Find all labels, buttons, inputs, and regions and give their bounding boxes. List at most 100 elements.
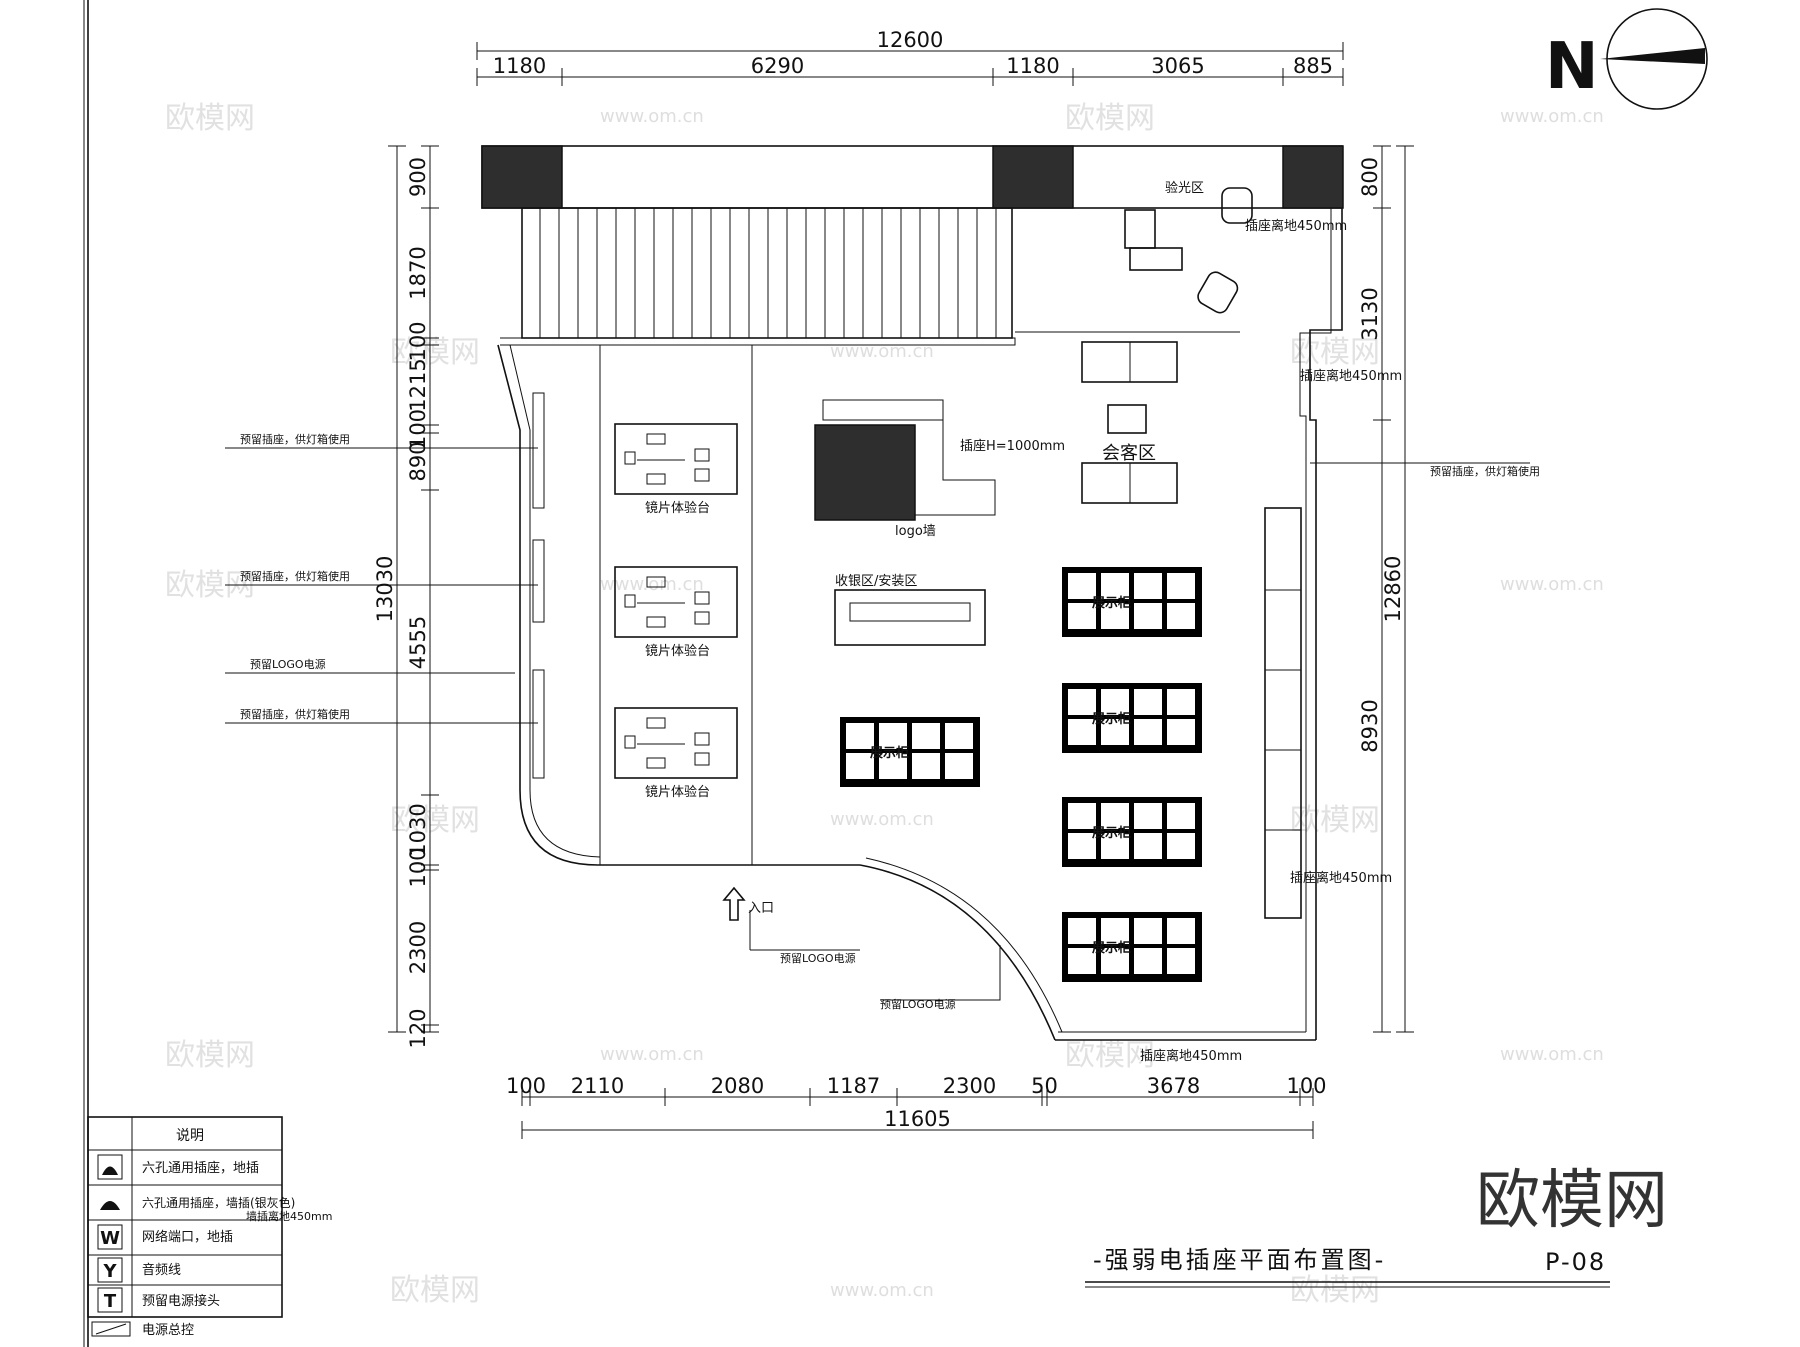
dimension-label: 1870 — [406, 246, 430, 299]
lens-bench-label: 镜片体验台 — [645, 500, 710, 516]
dimension-label: 1180 — [1006, 54, 1059, 78]
watermark-brand: 欧模网 — [165, 1038, 255, 1073]
logo-power-note: 预留LOGO电源 — [880, 997, 956, 1011]
sheet-number: P-08 — [1545, 1248, 1606, 1276]
spare-socket-note: 预留插座，供灯箱使用 — [240, 707, 350, 721]
dimension-label: 2110 — [571, 1074, 624, 1098]
dimension-label: 100 — [406, 321, 430, 361]
walls — [481, 145, 1344, 1041]
logo-wall — [814, 424, 916, 521]
dimension-label: 890 — [406, 441, 430, 481]
svg-text:T: T — [104, 1291, 117, 1312]
dimension-total: 11605 — [884, 1107, 951, 1131]
legend-item-text: 六孔通用插座，墙插(银灰色) — [142, 1195, 295, 1210]
wall-cabinet — [1264, 507, 1302, 919]
watermark-brand: 欧模网 — [1065, 1038, 1155, 1073]
logo-wall-top — [822, 399, 944, 421]
legend-main-switch: 电源总控 — [91, 1321, 194, 1338]
column — [1282, 145, 1344, 209]
dimension-label: 8930 — [1358, 699, 1382, 752]
logo-wall-label: logo墙 — [895, 524, 936, 539]
socket-height-note: 插座H=1000mm — [960, 439, 1065, 454]
dimension-label: 1180 — [493, 54, 546, 78]
watermark-url: www.om.cn — [600, 106, 704, 127]
socket-note: 插座离地450mm — [1140, 1048, 1242, 1064]
dimension-label: 50 — [1031, 1074, 1058, 1098]
svg-text:Y: Y — [102, 1261, 117, 1282]
showcase-label: 展示柜 — [1092, 940, 1131, 956]
dimension-label: 3130 — [1358, 287, 1382, 340]
optometry-table — [1129, 247, 1183, 271]
legend-item-text: 音频线 — [142, 1262, 181, 1278]
left-annotations: 预留插座，供灯箱使用 预留插座，供灯箱使用 预留LOGO电源 预留插座，供灯箱使… — [225, 432, 1540, 724]
legend-item-text: 预留电源接头 — [142, 1293, 220, 1309]
north-label: N — [1545, 30, 1599, 104]
curved-glass-front-inner — [865, 857, 1063, 1033]
title-block: -强弱电插座平面布置图- P-08 欧模网 — [1085, 1164, 1668, 1288]
staircase — [521, 207, 1013, 339]
dimension-label: 2080 — [711, 1074, 764, 1098]
dimension-label: 2300 — [943, 1074, 996, 1098]
watermark-url: www.om.cn — [1500, 574, 1604, 595]
dimension-label: 120 — [406, 1008, 430, 1048]
top-facade-wall — [481, 145, 1343, 209]
logo-power-note: 预留LOGO电源 — [780, 951, 856, 965]
wall-display-strip — [532, 539, 545, 623]
wall-display-strip — [532, 669, 545, 779]
dimension-label: 3678 — [1147, 1074, 1200, 1098]
spare-socket-note: 预留插座，供灯箱使用 — [1430, 464, 1540, 478]
svg-text:W: W — [100, 1228, 120, 1249]
watermark-url: www.om.cn — [1500, 1044, 1604, 1065]
showcase-cabinet — [1062, 567, 1202, 637]
checkout-counter — [834, 589, 986, 646]
dimension-label: 100 — [406, 409, 430, 449]
dimension-label: 885 — [1293, 54, 1333, 78]
wall-display-strip — [532, 392, 545, 509]
dimension-label: 900 — [406, 157, 430, 197]
curved-glass-front — [859, 864, 1056, 1041]
chair — [1197, 271, 1239, 314]
showcase-cabinet — [840, 717, 980, 787]
eye-test-label: 验光区 — [1165, 180, 1204, 196]
coffee-table — [1107, 404, 1147, 434]
logo-power-note: 预留LOGO电源 — [250, 657, 326, 671]
checkout-counter-top — [849, 602, 971, 622]
showcase-label: 展示柜 — [1092, 825, 1131, 841]
showcase-cabinet — [1062, 683, 1202, 753]
legend-item-extra: 墙插离地450mm — [246, 1209, 332, 1223]
watermark-brand: 欧模网 — [390, 803, 480, 838]
drawing-title: -强弱电插座平面布置图- — [1093, 1246, 1386, 1274]
watermark-url: www.om.cn — [830, 809, 934, 830]
lens-bench-label: 镜片体验台 — [645, 643, 710, 659]
spare-socket-note: 预留插座，供灯箱使用 — [240, 569, 350, 583]
dimension-total: 13030 — [373, 556, 397, 623]
eye-test-area: 验光区 插座离地450mm — [1124, 180, 1347, 314]
spare-socket-note: 预留插座，供灯箱使用 — [240, 432, 350, 446]
watermark-url: www.om.cn — [600, 574, 704, 595]
showcase-label: 展示柜 — [870, 745, 909, 761]
left-wall-displays — [532, 392, 545, 779]
left-curved-wall — [497, 344, 599, 866]
entrance-arrow-icon — [722, 886, 746, 921]
stair-outline — [521, 207, 1013, 339]
mezzanine-edge — [500, 337, 1016, 346]
wall-socket-icon — [100, 1201, 120, 1210]
dimension-label: 1187 — [827, 1074, 880, 1098]
dimension-label: 2300 — [406, 921, 430, 974]
showcase-cabinet — [1062, 797, 1202, 867]
dimension-label: 4555 — [406, 616, 430, 669]
watermark-brand-large: 欧模网 — [1476, 1164, 1668, 1238]
checkout-area: 收银区/安装区 — [834, 574, 986, 646]
watermark-brand: 欧模网 — [1290, 803, 1380, 838]
left-curved-wall-inner — [509, 344, 601, 858]
logo-wall-area: logo墙 插座H=1000mm — [814, 399, 1065, 539]
watermark-brand: 欧模网 — [165, 101, 255, 136]
dimension-total: 12860 — [1381, 556, 1405, 623]
lens-bench — [614, 707, 738, 779]
legend-item-text: 六孔通用插座，地插 — [142, 1161, 259, 1176]
watermark-url: www.om.cn — [600, 1044, 704, 1065]
dimension-label: 6290 — [751, 54, 804, 78]
